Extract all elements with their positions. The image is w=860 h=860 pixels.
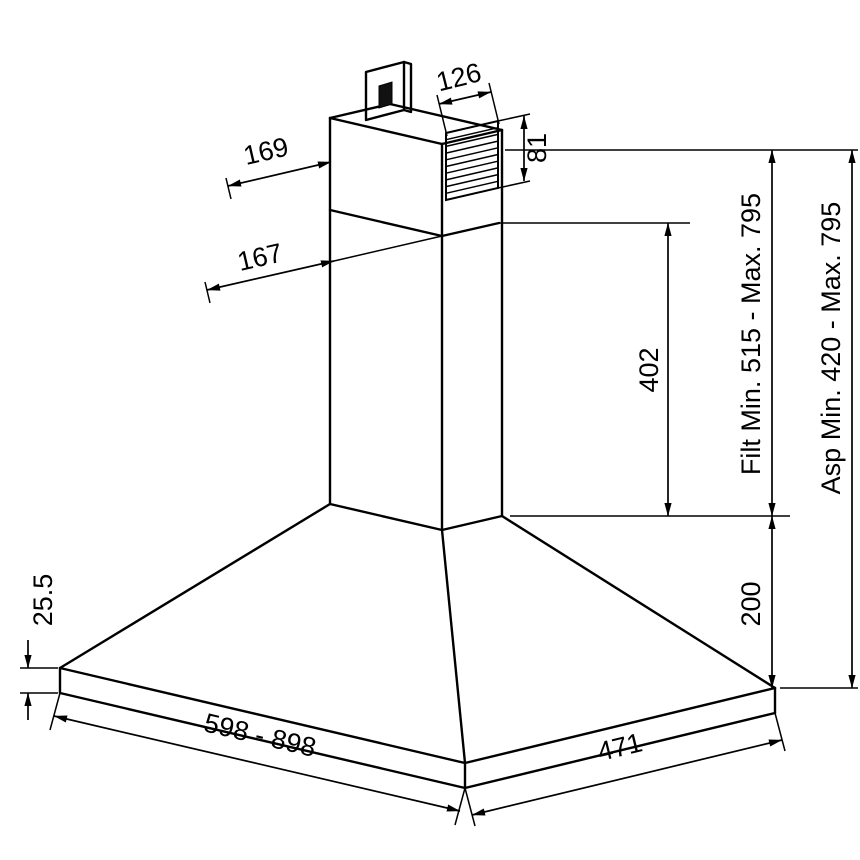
vent-grille bbox=[445, 119, 499, 202]
dim-label-duct-width: 126 bbox=[433, 57, 484, 97]
dim-label-body-height: 200 bbox=[736, 581, 766, 626]
dim-label-rim-height: 25.5 bbox=[28, 574, 58, 627]
dim-label-flue-height: 402 bbox=[634, 347, 664, 392]
dimension-line-width bbox=[53, 715, 461, 812]
extension-line-81-bottom bbox=[497, 180, 531, 189]
canopy-slant-right bbox=[500, 514, 777, 690]
dim-label-filt-range: Filt Min. 515 - Max. 795 bbox=[736, 193, 766, 475]
flue-joint-right bbox=[440, 221, 501, 238]
grille-louver bbox=[445, 126, 499, 141]
dimension-line-169 bbox=[227, 161, 332, 187]
wall-bracket bbox=[364, 60, 413, 122]
flue-joint-front bbox=[328, 208, 444, 238]
grille-louver bbox=[445, 160, 499, 174]
extension-line-depth-right bbox=[774, 712, 786, 752]
extension-tick-169 bbox=[225, 177, 232, 200]
canopy bbox=[58, 502, 777, 765]
extension-line-81-top bbox=[497, 113, 531, 122]
canopy-slant-left bbox=[58, 502, 332, 670]
bracket-slot bbox=[378, 81, 393, 109]
extension-line-width-left bbox=[49, 692, 61, 731]
dim-label-depth: 471 bbox=[594, 727, 645, 767]
grille-louver bbox=[445, 133, 499, 148]
dim-label-vent-height: 81 bbox=[522, 133, 552, 163]
dim-label-upper-flue-width: 169 bbox=[241, 132, 292, 171]
grille-louver bbox=[445, 173, 499, 188]
extension-line-depth-left bbox=[464, 787, 476, 827]
base-rim bbox=[58, 666, 777, 790]
dimension-labels: 126 81 169 167 402 Filt Min. 515 - Max. … bbox=[28, 57, 846, 767]
extension-line-width-right bbox=[454, 787, 466, 826]
canopy-top-right bbox=[440, 514, 504, 532]
dim-label-lower-flue-width: 167 bbox=[235, 238, 286, 277]
chimney-flue bbox=[328, 102, 504, 532]
dim-label-asp-range: Asp Min. 420 - Max. 795 bbox=[816, 202, 846, 495]
bracket-side bbox=[402, 60, 413, 114]
dimension-lines bbox=[24, 91, 856, 816]
dimension-line-167 bbox=[206, 260, 335, 291]
grille-louver bbox=[445, 180, 499, 195]
extension-tick-167 bbox=[204, 281, 211, 304]
canopy-slant-front bbox=[440, 528, 467, 765]
dimension-line-depth bbox=[471, 739, 783, 816]
flue-top-right-edge bbox=[440, 128, 504, 146]
grille-louver bbox=[445, 140, 499, 154]
canopy-top-front bbox=[328, 502, 444, 532]
dimension-line-126 bbox=[438, 91, 492, 105]
flue-top-back-right-edge bbox=[388, 102, 504, 132]
flue-top-front-edge bbox=[328, 116, 444, 146]
grille-louver bbox=[445, 147, 499, 161]
grille-louver bbox=[445, 153, 499, 168]
extension-line-167 bbox=[333, 235, 443, 262]
grille-louver bbox=[445, 167, 499, 181]
extension-line-126-left bbox=[436, 94, 448, 137]
extension-line-126-right bbox=[488, 82, 500, 125]
extension-lines bbox=[20, 82, 858, 827]
